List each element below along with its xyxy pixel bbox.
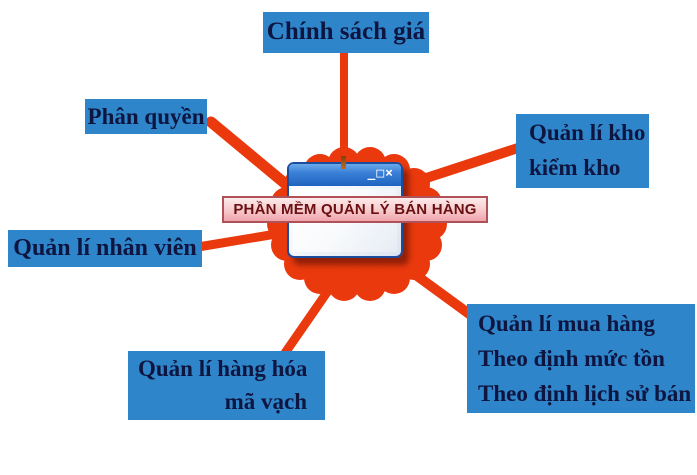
window-controls-icon: _□× <box>367 166 394 181</box>
window-titlebar: _□× <box>289 164 401 186</box>
node-quan-li-kho: Quản lí kho kiểm kho <box>516 114 649 188</box>
node-line: Theo định lịch sử bán <box>478 381 692 406</box>
spoke-bottom-left <box>280 283 335 358</box>
node-quan-li-mua-hang: Quản lí mua hàng Theo định mức tồn Theo … <box>467 304 695 413</box>
node-quan-li-hang-hoa: Quản lí hàng hóa mã vạch <box>128 351 325 420</box>
node-line: Quản lí hàng hóa <box>138 356 308 381</box>
node-line: kiểm kho <box>529 155 621 180</box>
node-line: Quản lí kho <box>529 120 646 145</box>
node-line: mã vạch <box>224 389 307 414</box>
node-line: Theo định mức tồn <box>478 346 665 371</box>
center-banner-label: PHẦN MỀM QUẢN LÝ BÁN HÀNG <box>233 201 477 218</box>
center-banner: PHẦN MỀM QUẢN LÝ BÁN HÀNG <box>222 196 488 223</box>
node-line: Chính sách giá <box>266 18 426 46</box>
node-line: Phân quyền <box>87 103 205 129</box>
node-chinh-sach-gia: Chính sách giá <box>263 12 429 53</box>
spoke-end-tick <box>341 156 346 169</box>
node-line: Quản lí nhân viên <box>13 235 197 262</box>
node-phan-quyen: Phân quyền <box>85 99 207 134</box>
node-line: Quản lí mua hàng <box>478 311 656 336</box>
node-quan-li-nhan-vien: Quản lí nhân viên <box>8 230 202 267</box>
